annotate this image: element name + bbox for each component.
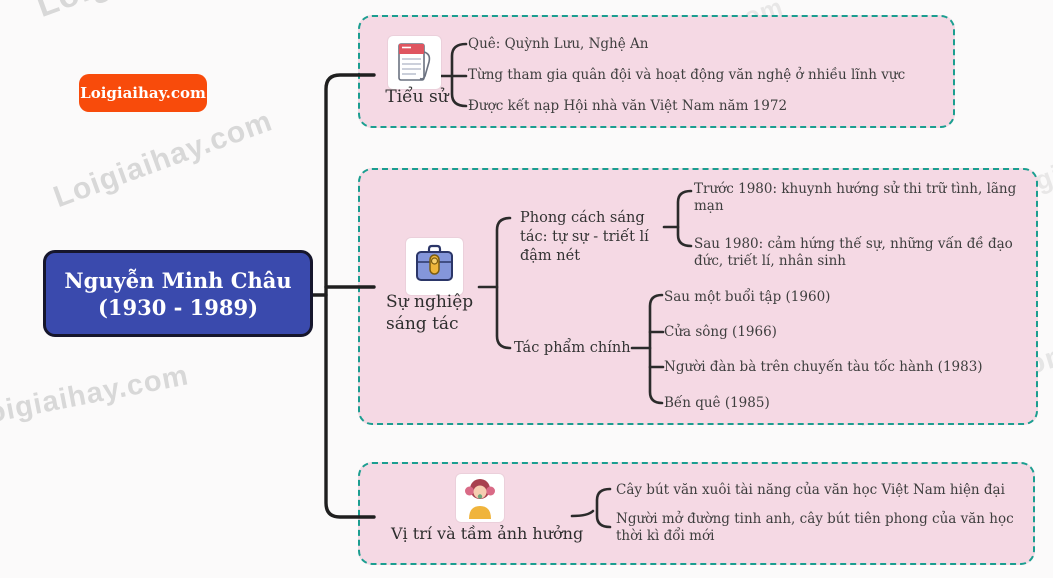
subbranch-label-phong-cach: Phong cách sáng tác: tự sự - triết lí đậ… — [520, 210, 649, 264]
detail-item: Người mở đường tinh anh, cây bút tiên ph… — [616, 511, 1014, 544]
root-node: Nguyễn Minh Châu (1930 - 1989) — [43, 250, 313, 337]
newspaper-icon — [388, 36, 441, 89]
root-title-line2: (1930 - 1989) — [97, 294, 259, 320]
branch-label-vi-tri: Vị trí và tầm ảnh hưởng — [391, 524, 584, 543]
detail-item: Bến quê (1985) — [664, 395, 770, 411]
detail-item: Cây bút văn xuôi tài năng của văn học Vi… — [616, 482, 1005, 498]
detail-item: Được kết nạp Hội nhà văn Việt Nam năm 19… — [468, 98, 788, 114]
briefcase-icon — [406, 238, 463, 295]
branch-label-tieu-su: Tiểu sử — [385, 87, 449, 107]
detail-item: Sau 1980: cảm hứng thế sự, những vấn đề … — [694, 236, 1013, 269]
branch-label-su-nghiep: Sự nghiệp sáng tác — [386, 292, 474, 334]
branch-box-su-nghiep — [358, 168, 1038, 425]
watermark: Loigiaihay.com — [49, 104, 277, 215]
watermark: Loigiaihay. — [31, 0, 219, 26]
subbranch-label-tac-pham: Tác phẩm chính — [514, 340, 631, 356]
detail-item: Người đàn bà trên chuyến tàu tốc hành (1… — [664, 359, 983, 375]
detail-item: Sau một buổi tập (1960) — [664, 289, 831, 305]
loigiaihay-logo-badge[interactable]: Loigiaihay.com — [79, 74, 207, 112]
person-icon — [456, 474, 504, 522]
watermark: oigiaihay.com — [0, 359, 192, 430]
detail-item: Trước 1980: khuynh hướng sử thi trữ tình… — [694, 181, 1017, 214]
detail-item: Cửa sông (1966) — [664, 324, 777, 340]
detail-item: Từng tham gia quân đội và hoạt động văn … — [468, 67, 906, 83]
detail-item: Quê: Quỳnh Lưu, Nghệ An — [468, 36, 649, 52]
root-title-line1: Nguyễn Minh Châu — [64, 267, 292, 293]
